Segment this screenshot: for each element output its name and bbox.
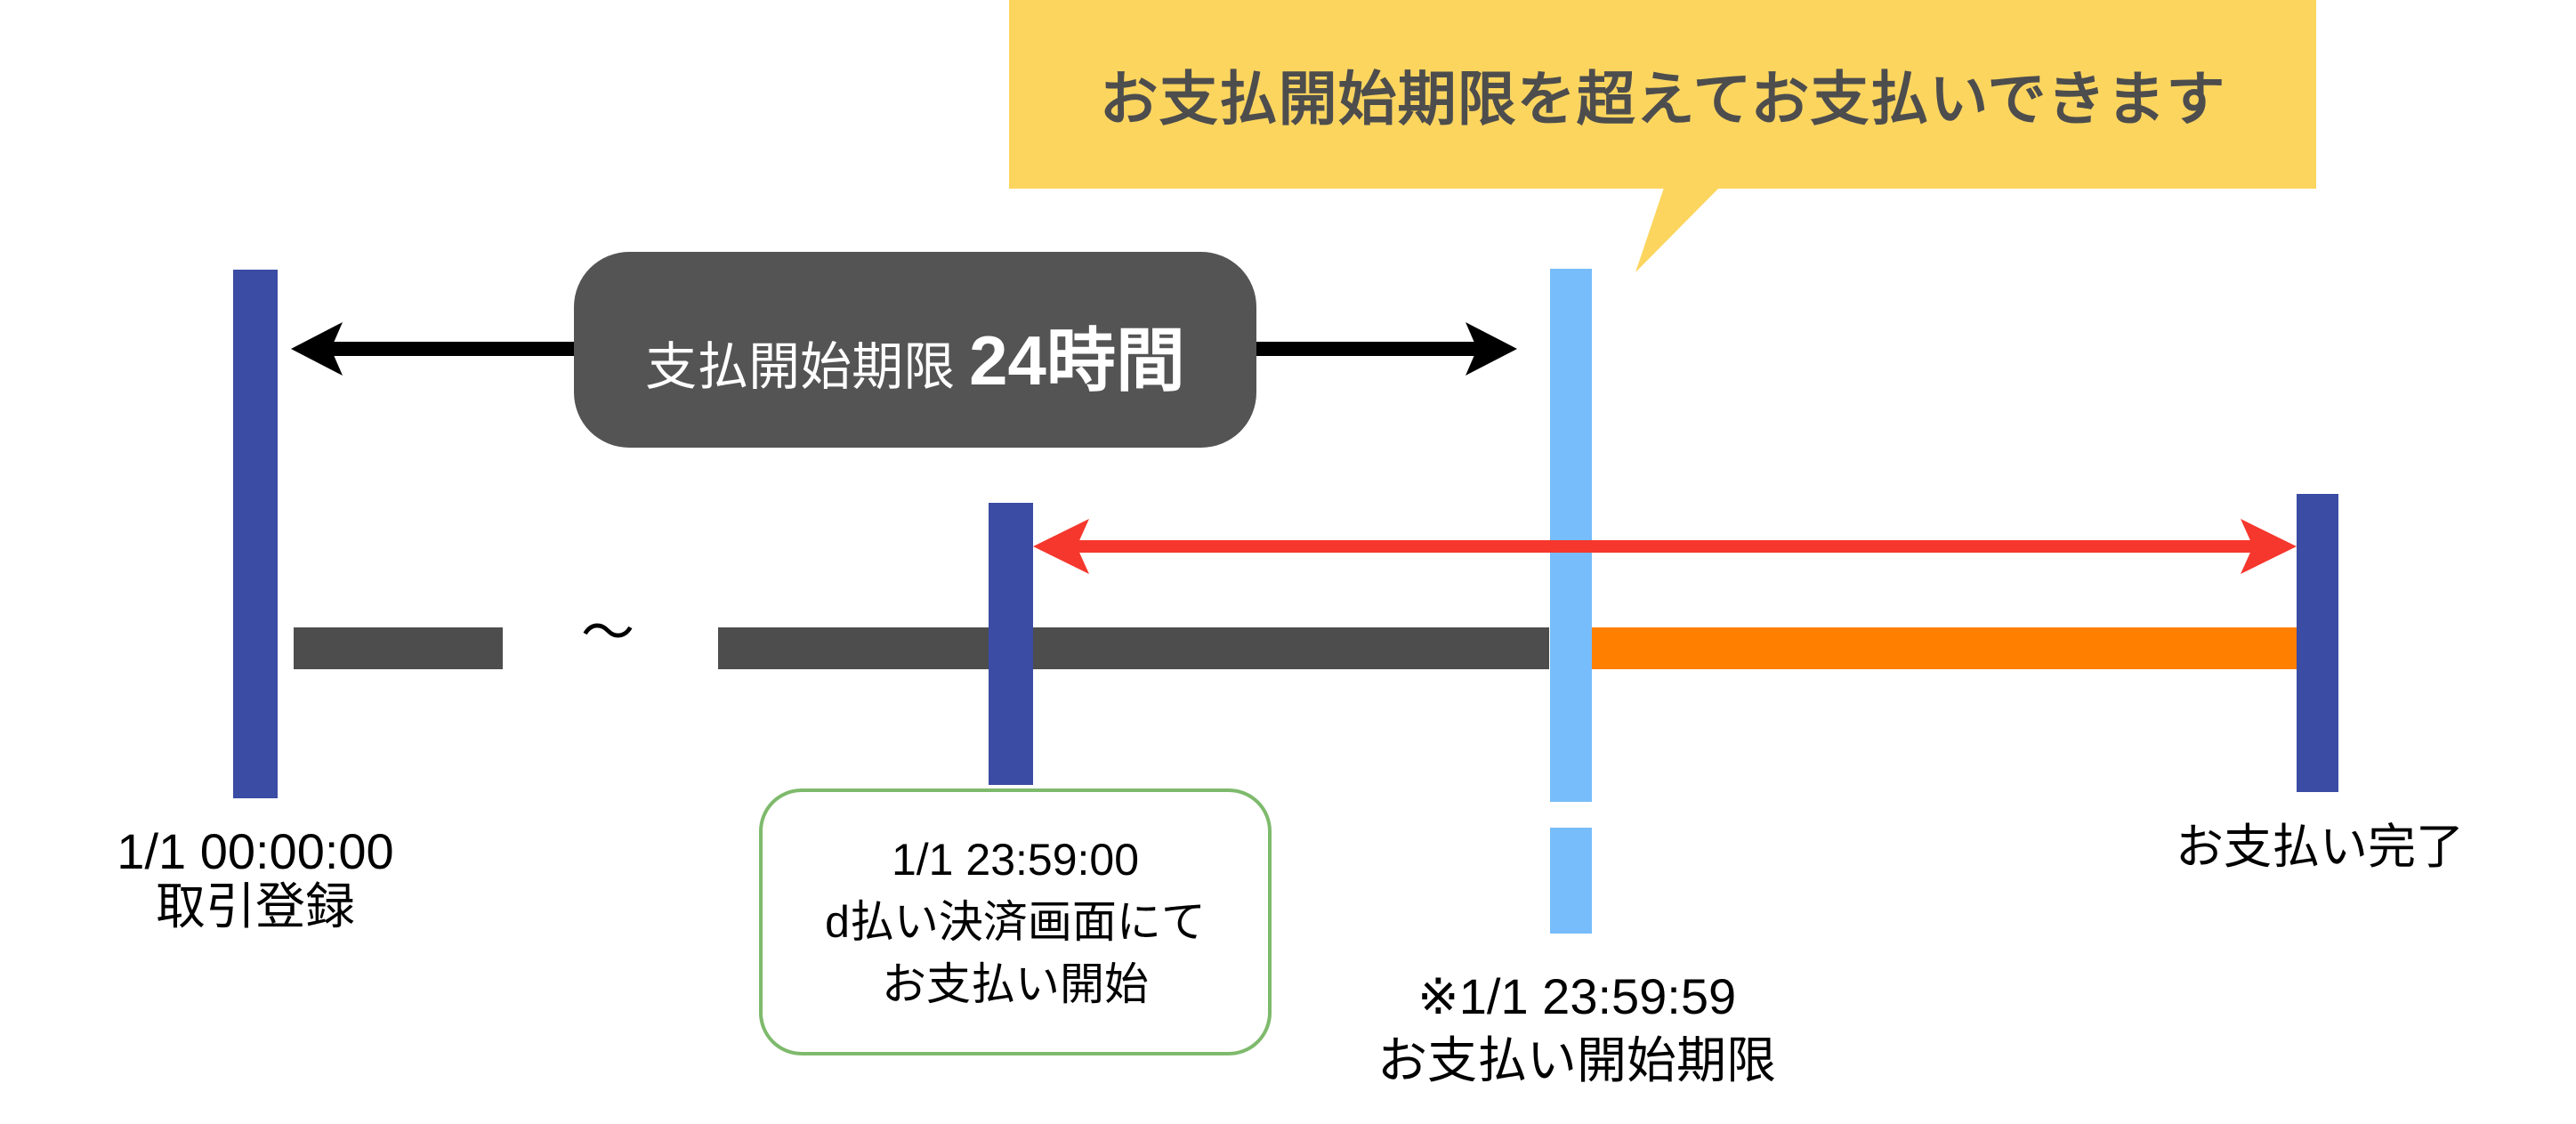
timeline-break-tilde: ～ (581, 602, 634, 663)
pill-label: 支払開始期限 (645, 338, 956, 396)
registration-label-line2: 取引登録 (156, 878, 355, 934)
payment-complete-label-text: お支払い完了 (2176, 821, 2464, 874)
black-arrowhead-right (1466, 322, 1517, 376)
payment-start-note-line1: 1/1 23:59:00 (891, 835, 1140, 885)
payment-start-time-bar (989, 503, 1033, 785)
red-arrowhead-left (1033, 519, 1089, 574)
deadline-label-line1: ※1/1 23:59:59 (1417, 968, 1737, 1024)
deadline-label: ※1/1 23:59:59 お支払い開始期限 (1310, 965, 1844, 1093)
payment-complete-time-bar (2297, 494, 2338, 792)
registration-label: 1/1 00:00:00 取引登録 (77, 824, 433, 934)
deadline-label-line2: お支払い開始期限 (1377, 1032, 1776, 1088)
registration-time-bar (233, 270, 278, 798)
payment-start-window-pill: 支払開始期限 24時間 (574, 252, 1256, 448)
payment-deadline-bar (1550, 269, 1592, 802)
duration-bar-orange-overrun (1592, 627, 2297, 669)
red-double-arrow (1033, 519, 2297, 574)
registration-label-line1: 1/1 00:00:00 (117, 823, 394, 879)
black-arrowhead-left (291, 322, 343, 376)
payment-start-note-line2: d払い決済画面にて (825, 897, 1206, 947)
payment-deadline-bar-lower-segment (1550, 828, 1592, 934)
payment-complete-label: お支払い完了 (2142, 821, 2498, 874)
red-arrowhead-right (2241, 519, 2297, 574)
payment-start-note-line3: お支払い開始 (882, 959, 1149, 1009)
duration-bar-gray-segment-1 (294, 627, 503, 669)
overrun-callout-text: お支払開始期限を超えてお支払いできます (1099, 66, 2226, 132)
payment-start-note-box: 1/1 23:59:00 d払い決済画面にて お支払い開始 (759, 788, 1272, 1055)
duration-bar-gray-segment-2 (718, 627, 1549, 669)
overrun-callout: お支払開始期限を超えてお支払いできます (1009, 0, 2316, 189)
callout-tail (1635, 188, 1719, 272)
pill-value: 24時間 (969, 321, 1185, 400)
